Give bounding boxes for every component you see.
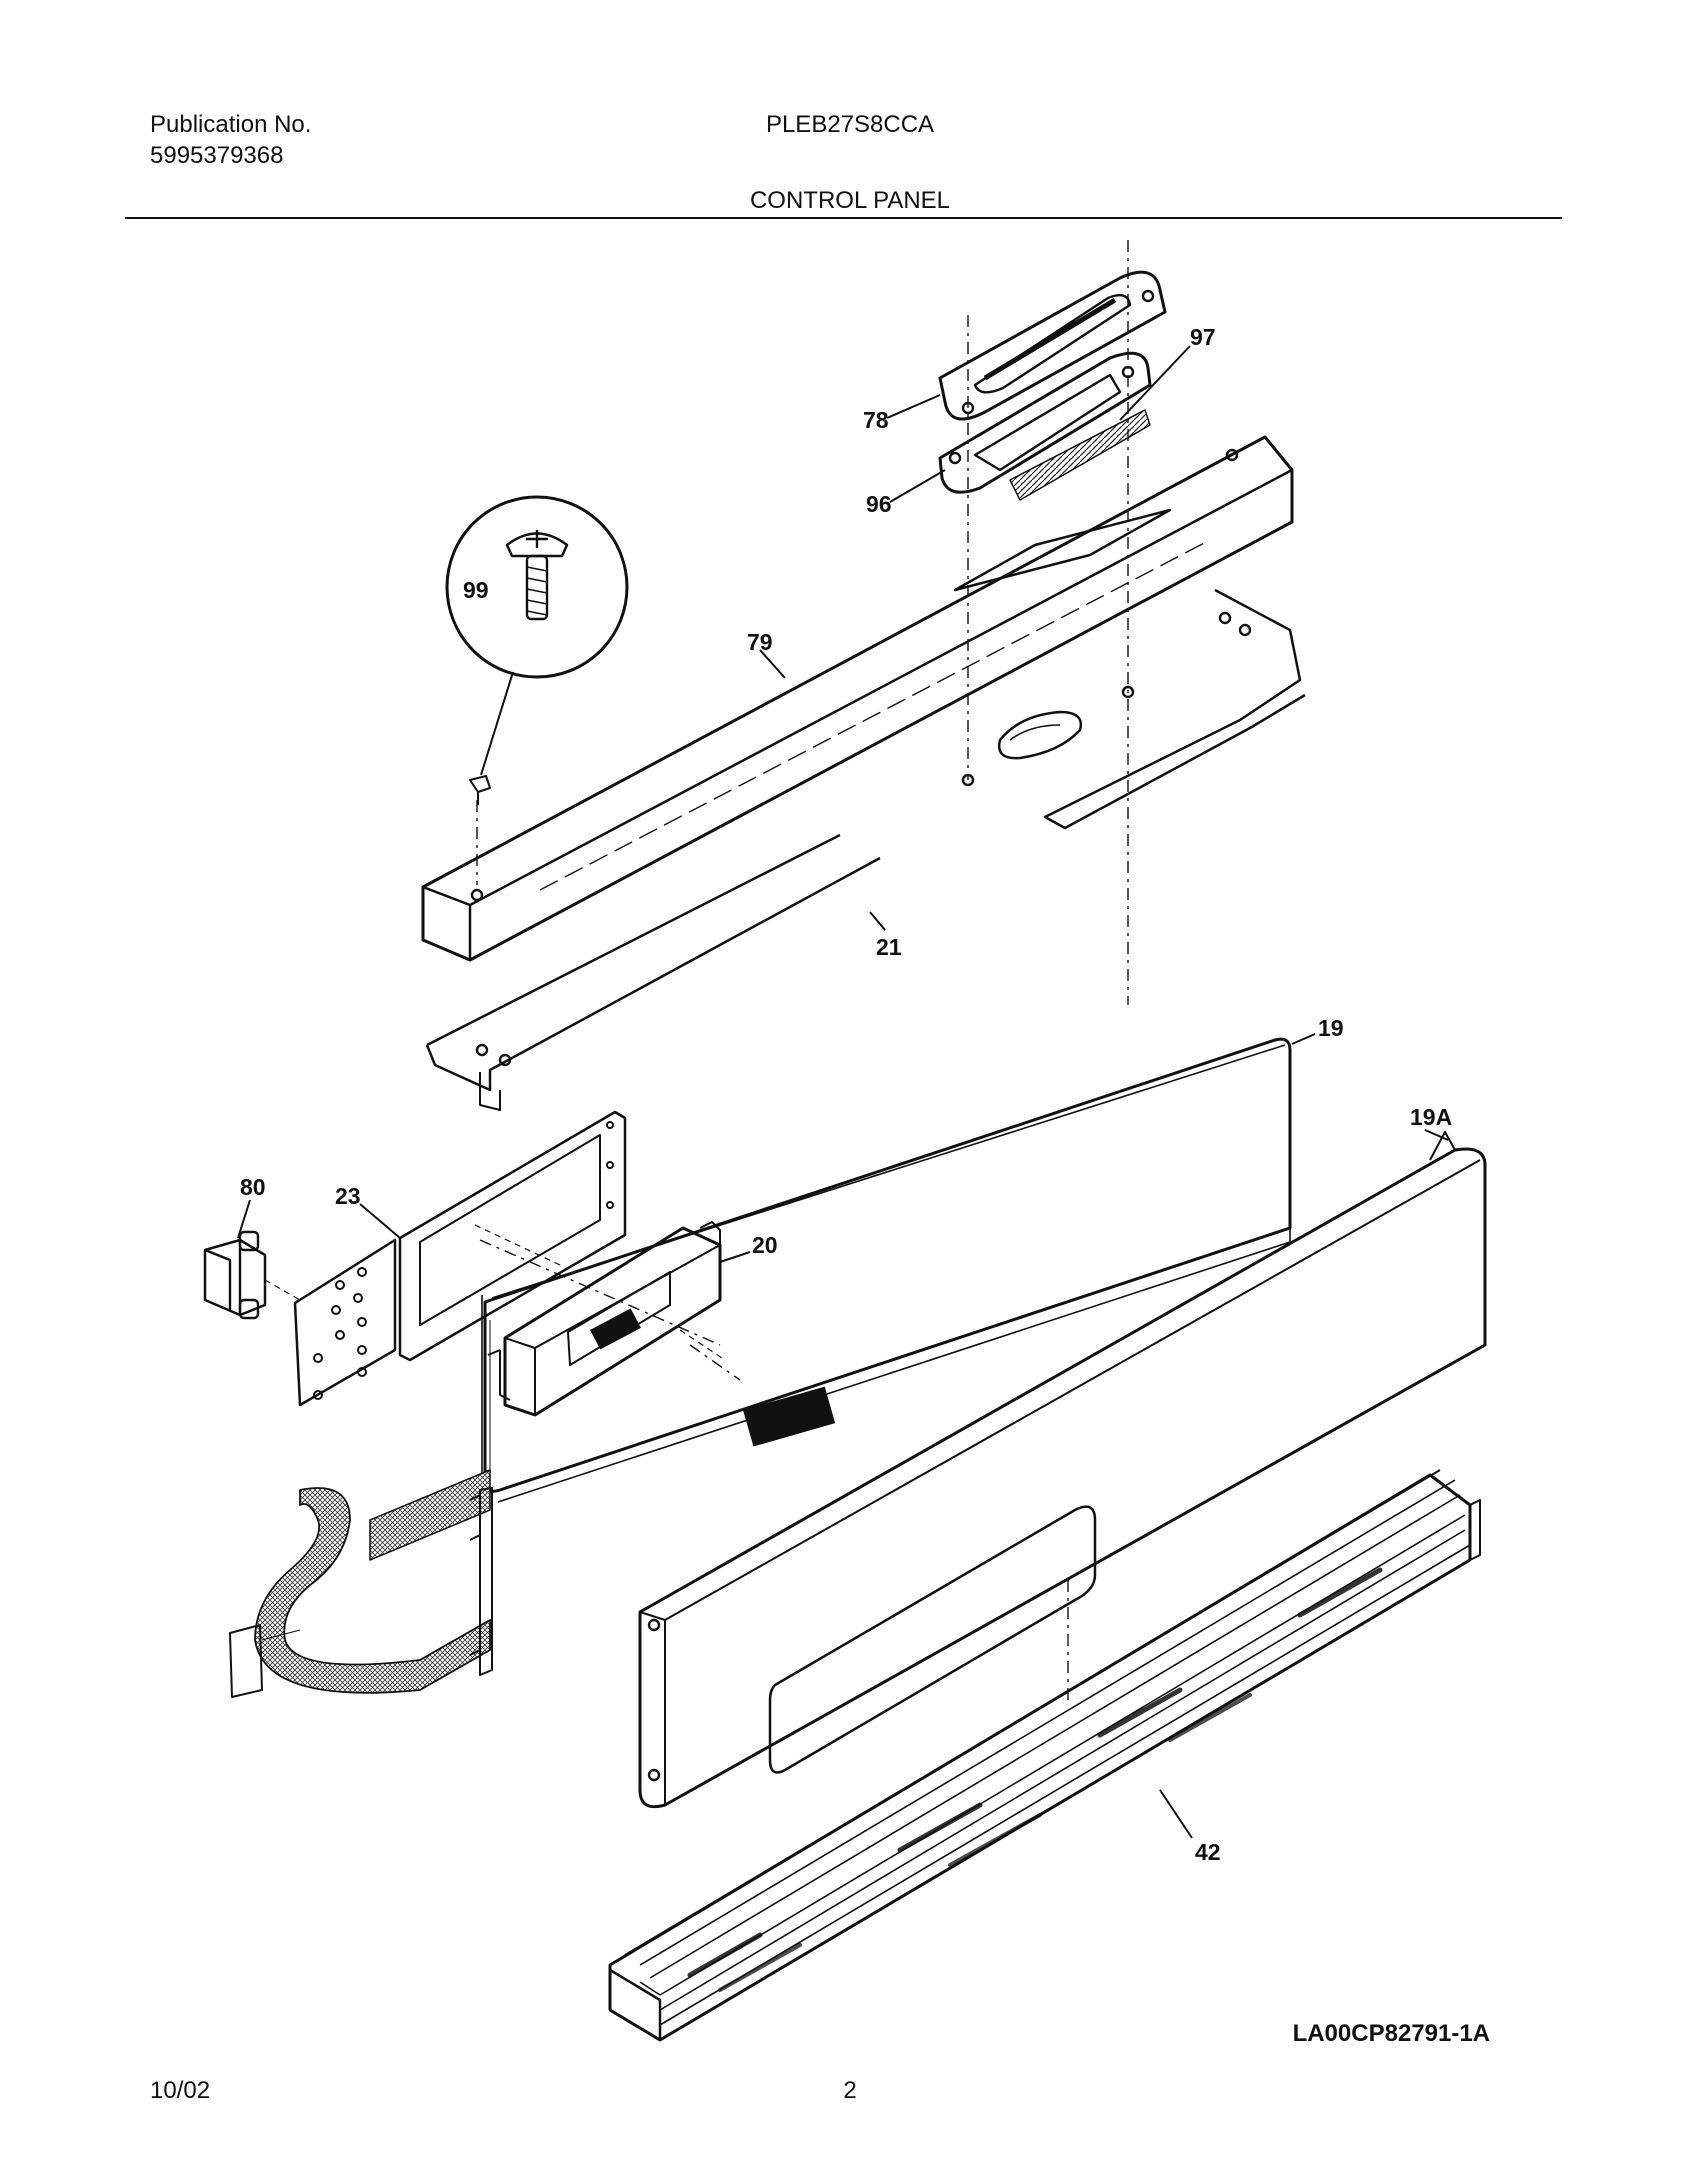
- publication-label: Publication No.: [150, 111, 312, 138]
- revision-date: 10/02: [150, 2077, 211, 2104]
- part-20-oven-control: [487, 1221, 726, 1417]
- part-21-flange: [425, 833, 881, 1111]
- callout-42: 42: [1195, 1839, 1221, 1865]
- callout-21: 21: [876, 934, 902, 960]
- ribbon-harness: [229, 1469, 491, 1698]
- part-99-screw-detail: [445, 495, 629, 805]
- callout-80: 80: [240, 1174, 266, 1200]
- callout-97: 97: [1190, 324, 1216, 350]
- section-title: CONTROL PANEL: [749, 187, 951, 214]
- callout-19: 19: [1318, 1015, 1344, 1041]
- alignment-lines: [476, 240, 1129, 1705]
- display-window-decal: [743, 1386, 836, 1447]
- callout-96: 96: [866, 491, 892, 517]
- header-rule: [125, 217, 1562, 219]
- drawing-id: LA00CP82791-1A: [1292, 2020, 1490, 2047]
- leader-lines: [237, 345, 1449, 1839]
- callout-79: 79: [747, 629, 773, 655]
- part-78-bezel: [938, 270, 1167, 421]
- part-19-edge: [469, 1487, 493, 1676]
- callout-99: 99: [463, 577, 489, 603]
- part-23-bracket: [293, 1110, 627, 1407]
- callout-20: 20: [752, 1232, 778, 1258]
- publication-number: 5995379368: [150, 142, 284, 169]
- callout-23: 23: [335, 1183, 361, 1209]
- part-97-foam: [1009, 409, 1151, 501]
- part-42-vent: [608, 1469, 1481, 2042]
- part-80-connector: [203, 1230, 301, 1320]
- callout-19a: 19A: [1410, 1104, 1452, 1130]
- model-number: PLEB27S8CCA: [765, 111, 935, 138]
- part-96-gasket: [938, 351, 1152, 494]
- part-79-control-panel: [421, 435, 1294, 962]
- part-21-trim: [961, 588, 1306, 830]
- callout-78: 78: [863, 407, 889, 433]
- part-19a-front-panel: [638, 1131, 1487, 1809]
- page-number: 2: [843, 2077, 857, 2104]
- part-19-overlay: [481, 1037, 1292, 1503]
